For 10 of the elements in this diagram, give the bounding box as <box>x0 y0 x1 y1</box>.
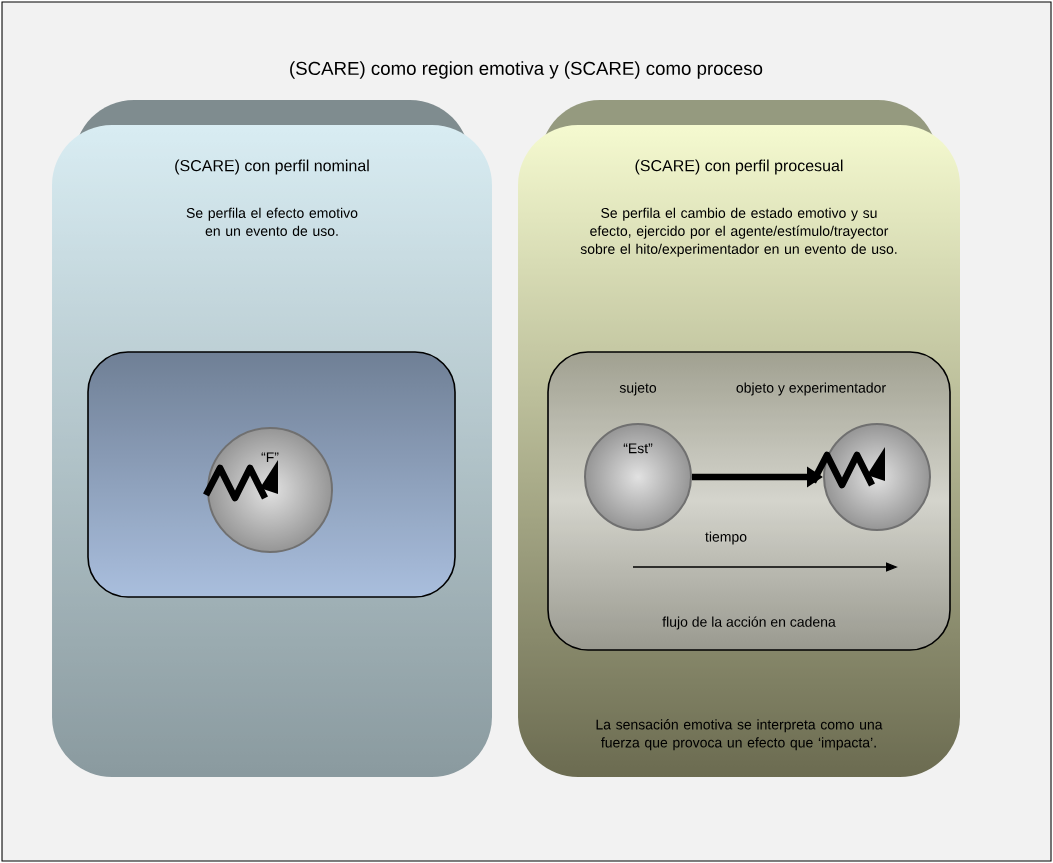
panel-text: La sensación emotiva se interpreta como una fuerza que provoca un efecto que ‘impacta’. <box>596 719 883 751</box>
title: (SCARE) como region emotiva y (SCARE) como proceso <box>290 61 763 79</box>
panel-text: Se perfila el efecto emotivo en un evento de uso. <box>186 207 358 236</box>
box-caption: flujo de la acción en cadena <box>662 616 836 630</box>
panel-heading: (SCARE) con perfil nominal <box>175 159 369 175</box>
panel-heading: (SCARE) con perfil procesual <box>635 159 843 175</box>
panel-text: Se perfila el cambio de estado emotivo y su efecto, ejercido por el agente/estímulo/trayector sobre el hito/experimentador en un evento de uso. <box>580 207 897 257</box>
circle-caption: sujeto <box>619 382 657 396</box>
circle-caption: objeto y experimentador <box>736 382 886 396</box>
arrow-caption: tiempo <box>705 531 747 545</box>
